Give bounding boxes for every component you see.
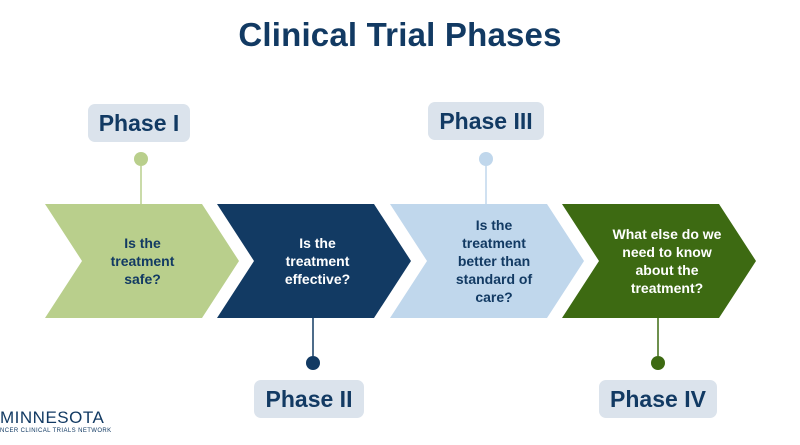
- logo-name: MINNESOTA: [0, 408, 105, 427]
- phase-2-label: Phase II: [254, 380, 364, 418]
- phase-4-dot: [651, 356, 665, 370]
- phase-4-chevron: [562, 204, 756, 318]
- phase-3-question: Is the treatment better than standard of…: [455, 217, 533, 305]
- logo-subtitle: NCER CLINICAL TRIALS NETWORK: [0, 428, 112, 434]
- phase-1-question: Is the treatment safe?: [110, 235, 175, 287]
- phase-4-label: Phase IV: [599, 380, 717, 418]
- phase-3-label: Phase III: [428, 102, 544, 140]
- phase-4-question: What else do we need to know about the t…: [612, 226, 722, 296]
- phase-1-chevron: [45, 204, 239, 318]
- phase-2-chevron: [217, 204, 411, 318]
- phase-2-question: Is the treatment effective?: [284, 235, 351, 287]
- organization-logo: MINNESOTA NCER CLINICAL TRIALS NETWORK: [0, 409, 112, 435]
- page-title: Clinical Trial Phases: [238, 16, 562, 53]
- phase-3-chevron: [390, 204, 584, 318]
- phase-1-label: Phase I: [88, 104, 190, 142]
- phase-1-dot: [134, 152, 148, 166]
- phase-3-dot: [479, 152, 493, 166]
- phase-2-dot: [306, 356, 320, 370]
